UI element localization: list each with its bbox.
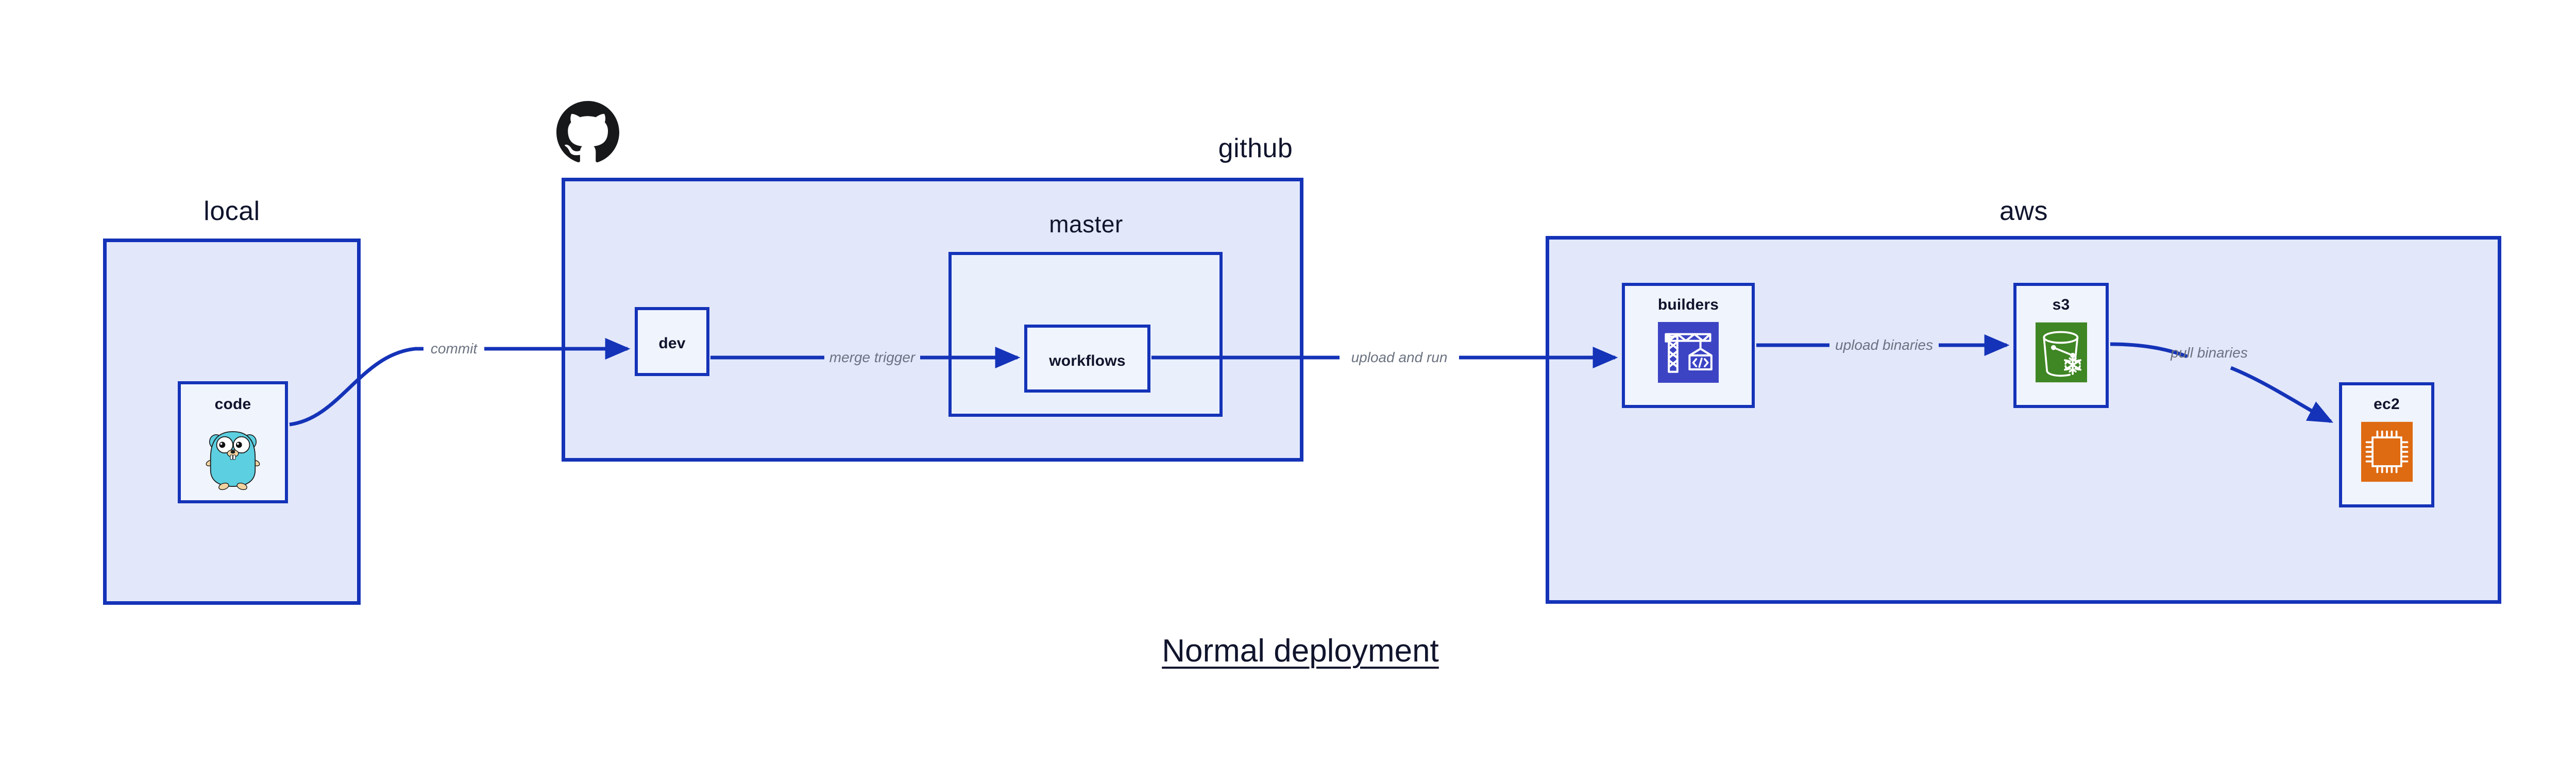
node-label-code: code [214, 396, 251, 413]
group-label-master: master [1049, 211, 1123, 237]
node-s3[interactable]: s3 [2013, 283, 2109, 408]
node-label-s3: s3 [2052, 296, 2070, 313]
node-workflows[interactable]: workflows [1024, 325, 1150, 393]
github-octocat-logo [556, 101, 619, 164]
node-builders[interactable]: builders [1622, 283, 1755, 408]
group-label-github: github [1218, 133, 1293, 163]
group-label-aws: aws [1999, 196, 2048, 226]
node-ec2[interactable]: ec2 [2339, 382, 2434, 507]
edge-label-commit: commit [430, 341, 478, 356]
go-gopher-icon [202, 427, 263, 490]
aws-ec2-icon [2361, 421, 2413, 482]
edge-label-upload-binaries: upload binaries [1835, 337, 1933, 353]
group-label-local: local [204, 196, 260, 226]
node-label-builders: builders [1657, 296, 1719, 313]
node-dev[interactable]: dev [635, 307, 709, 376]
aws-codebuild-icon [1658, 322, 1719, 383]
node-label-workflows: workflows [1049, 352, 1126, 369]
edge-label-upload-and-run: upload and run [1351, 349, 1448, 365]
edge-label-pull-binaries: pull binaries [2171, 345, 2248, 361]
diagram-title: Normal deployment [1162, 633, 1439, 669]
aws-s3-glacier-icon [2035, 322, 2087, 383]
node-label-dev: dev [658, 335, 686, 352]
node-label-ec2: ec2 [2374, 396, 2400, 413]
edge-label-merge-trigger: merge trigger [829, 349, 916, 365]
node-code[interactable]: code [178, 381, 288, 503]
